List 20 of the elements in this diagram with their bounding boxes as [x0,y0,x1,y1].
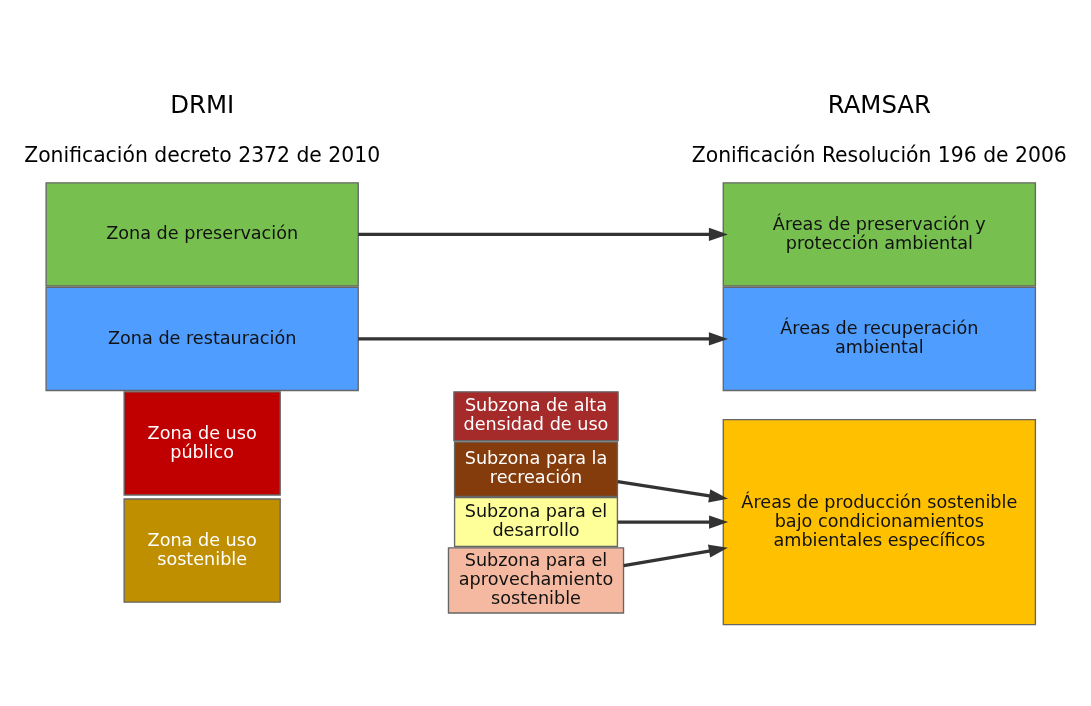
arrow [617,514,729,529]
node-box: Subzona para el aprovechamiento sostenible [447,546,625,614]
node-box: Subzona para el desarrollo [453,496,619,547]
label: Zonificación decreto 2372 de 2010 [24,142,381,167]
node-box: Áreas de recuperación ambiental [722,286,1037,391]
node-box: Subzona de alta densidad de uso [453,390,619,441]
node-box: Subzona para la recreación [453,440,619,497]
node-box: Zona de preservación [45,181,359,287]
node-box: Zona de uso sostenible [123,497,281,603]
node-box: Áreas de producción sostenible bajo condicionamientos ambientales específicos [722,418,1037,625]
arrow [358,227,728,241]
arrow [617,479,729,502]
arrow [623,544,728,567]
label: RAMSAR [827,89,931,119]
arrow [358,331,728,346]
node-box: Zona de restauración [45,286,359,391]
label: DRMI [170,89,235,119]
node-box: Áreas de preservación y protección ambiental [722,181,1037,287]
label: Zonificación Resolución 196 de 2006 [691,142,1067,167]
node-box: Zona de uso público [123,390,281,496]
